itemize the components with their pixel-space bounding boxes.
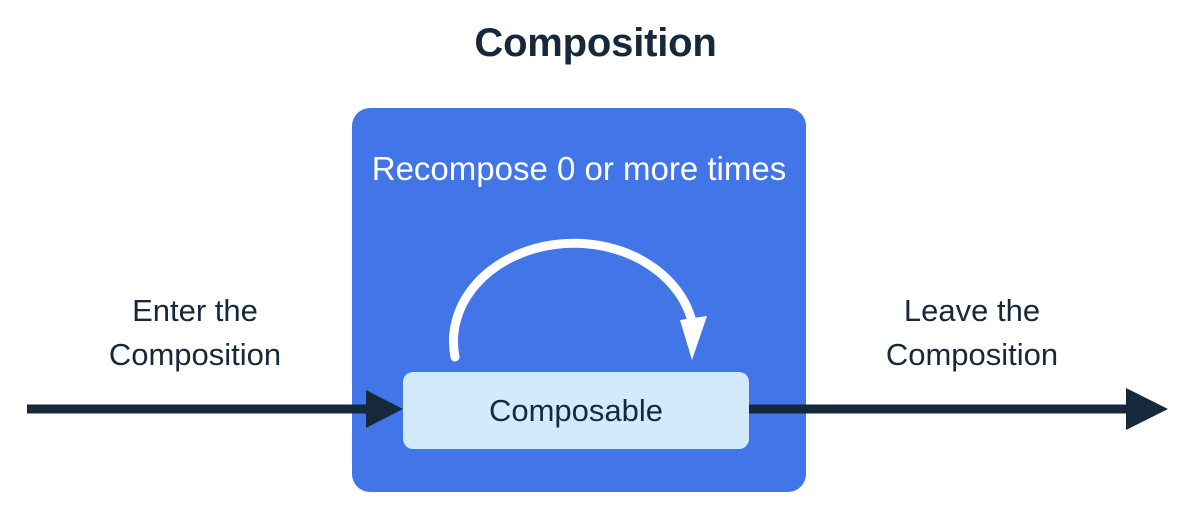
leave-composition-label: Leave the Composition — [885, 293, 1059, 372]
composable-label: Composable — [488, 392, 664, 428]
leave-composition-arrow — [749, 388, 1168, 430]
composable-box — [403, 372, 749, 449]
enter-composition-label: Enter the Composition — [108, 293, 282, 372]
recompose-caption: Recompose 0 or more times — [371, 150, 787, 187]
leave-arrow-head-icon — [1126, 388, 1168, 430]
page-title: Composition — [474, 21, 717, 65]
enter-composition-arrow — [27, 390, 403, 428]
